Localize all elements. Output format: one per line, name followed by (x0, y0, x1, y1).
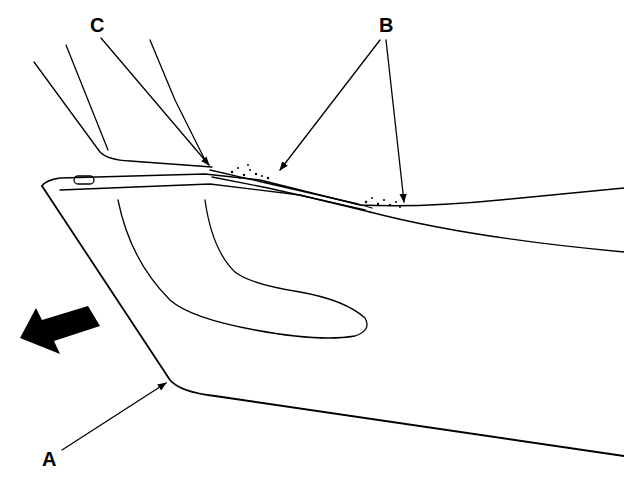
callout-letter: B (377, 14, 395, 36)
callout-letter: A (40, 448, 58, 470)
direction-arrow (20, 306, 100, 354)
callout-letter: C (88, 14, 106, 36)
